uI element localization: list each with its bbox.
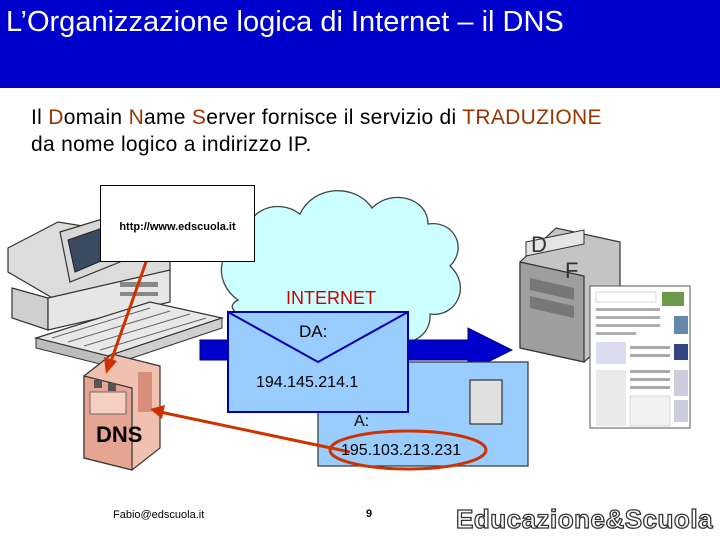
intro-highlight: S	[191, 106, 207, 129]
footer-email: Fabio@edscuola.it	[113, 509, 205, 521]
from-ip-label: 194.145.214.1	[256, 374, 359, 391]
intro-part: Il	[31, 106, 49, 129]
intro-part: ame	[144, 106, 192, 129]
intro-text: Il Domain Name Server fornisce il serviz…	[31, 104, 711, 158]
url-box: http://www.edscuola.it	[100, 185, 255, 262]
server-letter-d: D	[531, 232, 547, 257]
internet-label: INTERNET	[286, 288, 376, 308]
intro-line2: da nome logico a indirizzo IP.	[31, 133, 312, 156]
dns-label: DNS	[96, 422, 143, 447]
web-server-icon	[519, 227, 691, 429]
dns-server-icon	[83, 353, 161, 471]
front-envelope	[227, 311, 409, 413]
ip-pointer-arrowhead	[150, 405, 165, 419]
page-number: 9	[366, 508, 373, 520]
to-label: A:	[354, 413, 370, 430]
educazione-scuola-logo: Educazione&Scuola	[455, 503, 713, 534]
title-bar: L’Organizzazione logica di Internet – il…	[0, 0, 720, 88]
page-title: L’Organizzazione logica di Internet – il…	[6, 6, 564, 38]
intro-highlight: D	[48, 106, 64, 129]
footer	[0, 492, 720, 540]
url-text: http://www.edscuola.it	[119, 221, 236, 233]
ip-highlight-ellipse	[328, 429, 488, 471]
intro-part: erver fornisce il servizio di	[206, 106, 463, 129]
url-pointer-arrowhead	[104, 357, 117, 374]
server-letter-f: F	[565, 258, 579, 283]
intro-highlight: TRADUZIONE	[462, 106, 602, 129]
intro-part: omain	[63, 106, 129, 129]
from-label: DA:	[299, 322, 328, 341]
ip-pointer-arrow	[159, 410, 351, 454]
intro-highlight: N	[128, 106, 145, 129]
to-ip-label: 195.103.213.231	[341, 442, 462, 459]
